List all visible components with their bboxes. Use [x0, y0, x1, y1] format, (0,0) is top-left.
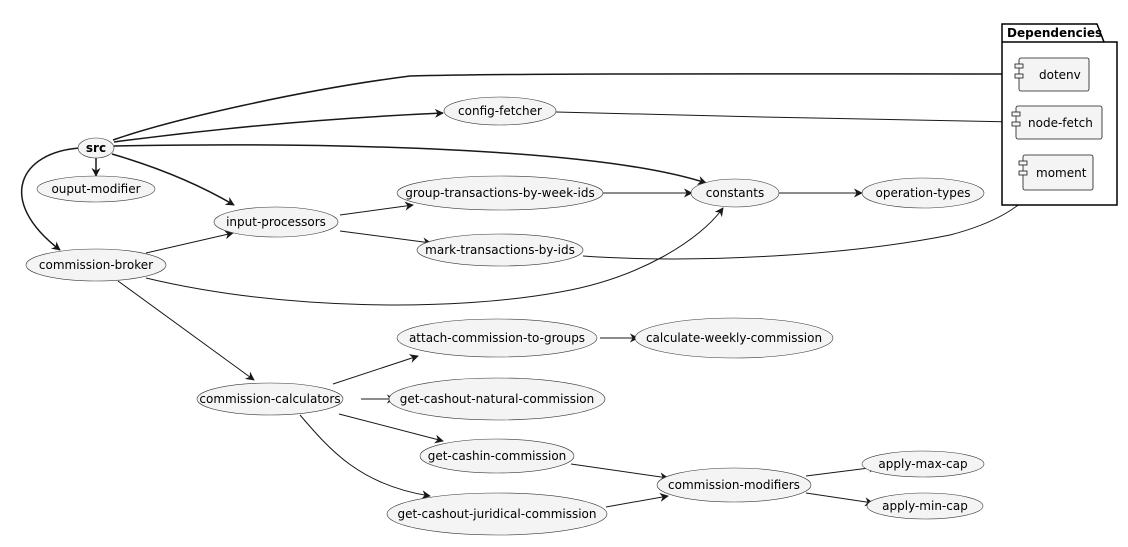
- node-group-transactions-by-week-ids: group-transactions-by-week-ids: [396, 175, 604, 211]
- edge-commission-broker-input-processors: [145, 230, 234, 254]
- dependencies-package: Dependencies dotenv node-fetch moment: [1001, 23, 1118, 206]
- node-apply-min-cap: apply-min-cap: [866, 492, 984, 520]
- node-config-fetcher-label: config-fetcher: [458, 104, 542, 118]
- edge-commission-broker-constants: [145, 207, 724, 306]
- node-src-label: src: [86, 141, 106, 155]
- node-get-cashout-natural-label: get-cashout-natural-commission: [400, 392, 594, 406]
- component-node-fetch: node-fetch: [1011, 105, 1103, 140]
- node-apply-min-cap-label: apply-min-cap: [882, 499, 968, 513]
- edge-commission-calculators-attach-commission: [332, 354, 419, 385]
- node-src: src: [77, 137, 115, 159]
- edge-commission-broker-commission-calculators: [117, 280, 255, 381]
- component-dotenv: dotenv: [1014, 57, 1090, 92]
- node-commission-modifiers: commission-modifiers: [656, 467, 812, 503]
- node-apply-max-cap: apply-max-cap: [861, 450, 985, 478]
- node-mark-transactions-label: mark-transactions-by-ids: [425, 243, 575, 257]
- node-get-cashin-label: get-cashin-commission: [428, 449, 567, 463]
- node-commission-broker-label: commission-broker: [39, 258, 153, 272]
- node-ouput-modifier-label: ouput-modifier: [51, 182, 140, 196]
- node-attach-commission-to-groups: attach-commission-to-groups: [396, 318, 598, 358]
- node-input-processors-label: input-processors: [226, 215, 326, 229]
- component-moment: moment: [1018, 154, 1094, 191]
- edge-src-config-fetcher: [113, 108, 444, 143]
- node-constants-label: constants: [706, 186, 764, 200]
- node-ouput-modifier: ouput-modifier: [36, 175, 156, 203]
- component-moment-label: moment: [1036, 166, 1087, 180]
- node-get-cashout-juridical-label: get-cashout-juridical-commission: [397, 507, 596, 521]
- node-commission-calculators-label: commission-calculators: [199, 392, 340, 406]
- edge-input-processors-group-transactions: [339, 201, 414, 216]
- node-get-cashout-natural-commission: get-cashout-natural-commission: [388, 377, 606, 421]
- edge-config-fetcher-node-fetch: [555, 111, 1017, 127]
- component-dotenv-label: dotenv: [1039, 68, 1081, 82]
- package-title: Dependencies: [1007, 26, 1102, 40]
- edge-src-constants: [113, 144, 707, 185]
- node-mark-transactions-by-ids: mark-transactions-by-ids: [416, 233, 584, 267]
- node-commission-broker: commission-broker: [25, 248, 167, 282]
- edge-get-cashout-juridical-commission-modifiers: [605, 492, 669, 508]
- node-config-fetcher: config-fetcher: [443, 96, 557, 126]
- component-node-fetch-label: node-fetch: [1028, 116, 1093, 130]
- node-input-processors: input-processors: [213, 206, 339, 238]
- node-apply-max-cap-label: apply-max-cap: [878, 457, 967, 471]
- node-attach-commission-label: attach-commission-to-groups: [409, 331, 585, 345]
- edge-src-input-processors: [111, 153, 235, 206]
- node-calculate-weekly-label: calculate-weekly-commission: [646, 331, 822, 345]
- node-commission-modifiers-label: commission-modifiers: [668, 478, 800, 492]
- edge-commission-calculators-get-cashout-juridical: [299, 414, 431, 500]
- node-operation-types-label: operation-types: [875, 186, 970, 200]
- edge-get-cashin-commission-modifiers: [570, 463, 669, 482]
- edge-input-processors-mark-transactions: [339, 230, 432, 247]
- edge-commission-calculators-get-cashin: [338, 413, 444, 444]
- edge-src-commission-broker: [20, 147, 81, 251]
- node-group-transactions-label: group-transactions-by-week-ids: [405, 186, 594, 200]
- node-calculate-weekly-commission: calculate-weekly-commission: [634, 317, 834, 359]
- edge-commission-modifiers-apply-min-cap: [805, 492, 874, 507]
- node-get-cashin-commission: get-cashin-commission: [419, 438, 575, 474]
- node-get-cashout-juridical-commission: get-cashout-juridical-commission: [386, 492, 608, 536]
- edge-src-dotenv: [112, 69, 1031, 141]
- node-constants: constants: [690, 178, 780, 208]
- node-commission-calculators: commission-calculators: [196, 382, 344, 416]
- node-operation-types: operation-types: [861, 177, 985, 209]
- edge-mark-transactions-moment: [582, 190, 1036, 260]
